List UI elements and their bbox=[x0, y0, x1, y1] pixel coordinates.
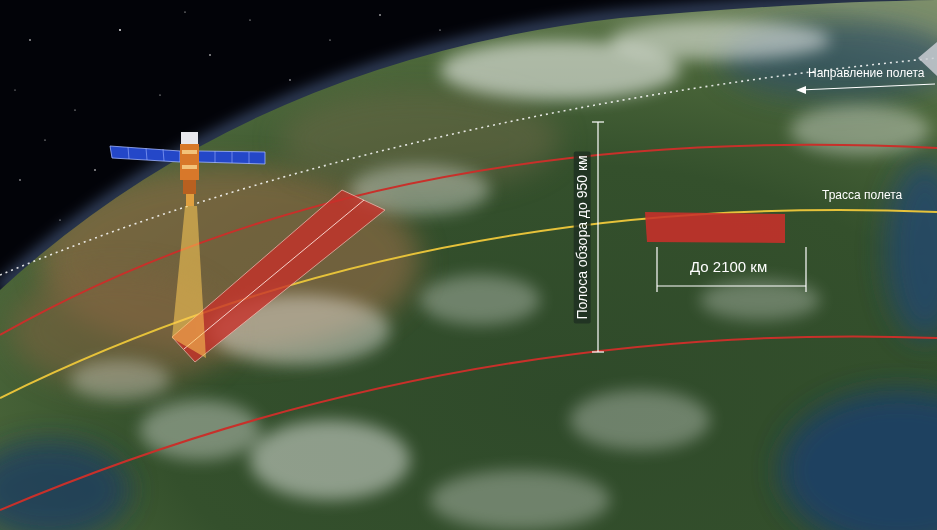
direction-arrow bbox=[800, 84, 935, 90]
direction-label: Направление полета bbox=[808, 66, 925, 80]
imaged-frame bbox=[645, 212, 785, 243]
track-label: Трасса полета bbox=[822, 188, 902, 202]
dimension-line bbox=[657, 247, 806, 292]
sensor-beam bbox=[172, 206, 206, 358]
imaged-strip bbox=[172, 190, 385, 362]
frame-length-label: До 2100 км bbox=[690, 258, 767, 276]
swath-boundary bbox=[0, 145, 937, 335]
strip-line bbox=[184, 200, 364, 349]
dimension-line bbox=[592, 122, 604, 352]
arrow-head bbox=[796, 86, 806, 94]
swath-width-label: Полоса обзора до 950 км bbox=[574, 151, 591, 323]
satellite bbox=[110, 132, 265, 206]
swath-boundary bbox=[0, 336, 937, 510]
